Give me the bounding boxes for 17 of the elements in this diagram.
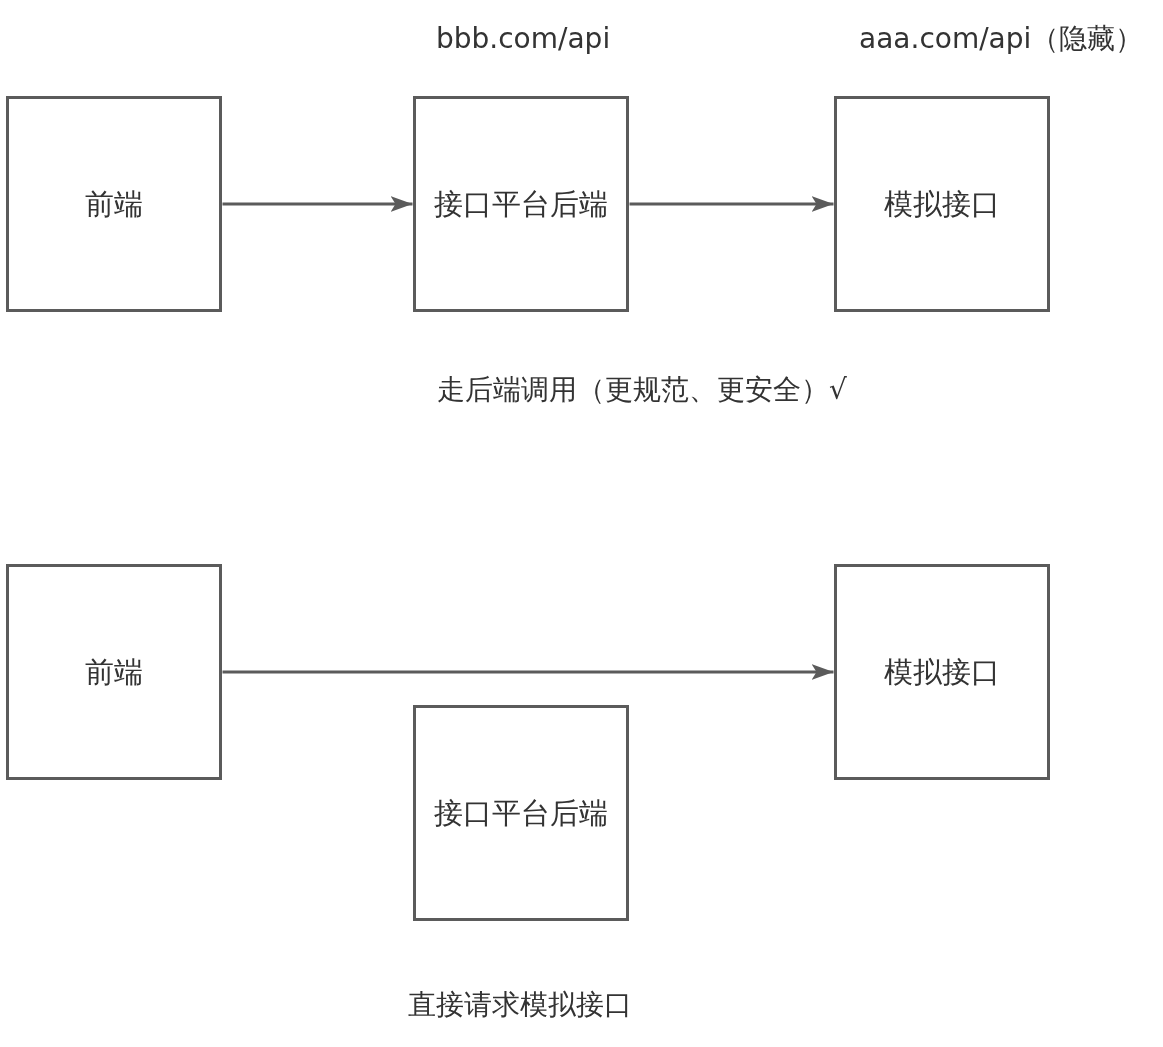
arrow [222,196,413,212]
url-label: aaa.com/api（隐藏） [859,22,1144,56]
box-label: 接口平台后端 [434,795,608,831]
process-box [413,705,629,921]
caption: 直接请求模拟接口 [408,988,632,1022]
process-box [6,564,222,780]
arrow [222,664,834,680]
url-label: bbb.com/api [436,22,611,56]
process-box [6,96,222,312]
box-label: 前端 [85,186,143,222]
box-label: 前端 [85,654,143,690]
box-label: 模拟接口 [884,186,1000,222]
caption: 走后端调用（更规范、更安全）√ [437,373,847,407]
box-label: 接口平台后端 [434,186,608,222]
process-box [834,564,1050,780]
box-label: 模拟接口 [884,654,1000,690]
arrow [629,196,834,212]
